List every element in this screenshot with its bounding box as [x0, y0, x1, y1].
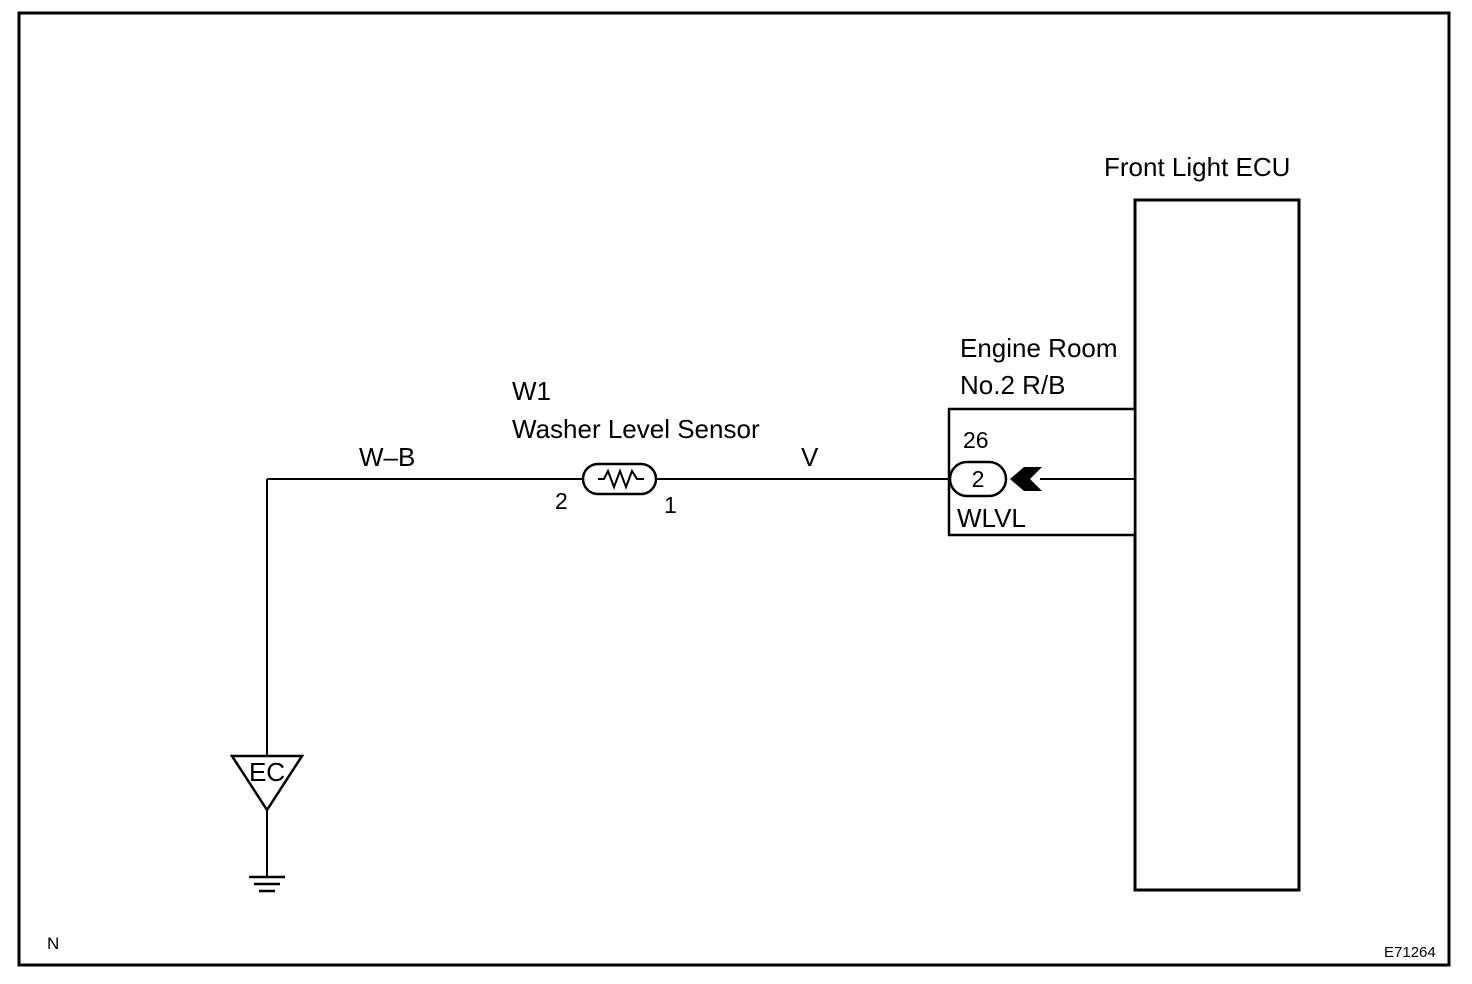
- ground-point-label: EC: [249, 757, 285, 787]
- sensor-pin-left: 2: [555, 488, 568, 514]
- ground-point-triangle: [229, 754, 305, 813]
- sensor-body: [581, 462, 658, 496]
- resistor-icon: [598, 468, 644, 490]
- connector-pin-number: 2: [972, 466, 985, 492]
- sensor-pin-right: 1: [664, 492, 677, 518]
- ground-symbol-icon: [249, 875, 285, 893]
- wire-color-left: W–B: [359, 442, 415, 472]
- sensor-id: W1: [512, 376, 551, 406]
- figure-code: E71264: [1384, 944, 1436, 961]
- ecu-title: Front Light ECU: [1104, 152, 1290, 182]
- wire-color-right: V: [801, 442, 819, 472]
- diagram-frame: [17, 11, 1451, 967]
- footer-left-mark: N: [47, 934, 59, 953]
- relay-block-title-line2: No.2 R/B: [960, 370, 1066, 400]
- front-light-ecu-box: [1133, 198, 1301, 892]
- relay-block-connector-number: 26: [963, 427, 989, 453]
- relay-block-title-line1: Engine Room: [960, 333, 1118, 363]
- connector-arrow-icon: [1010, 467, 1042, 491]
- sensor-name: Washer Level Sensor: [512, 414, 760, 444]
- relay-block-terminal-name: WLVL: [957, 503, 1026, 533]
